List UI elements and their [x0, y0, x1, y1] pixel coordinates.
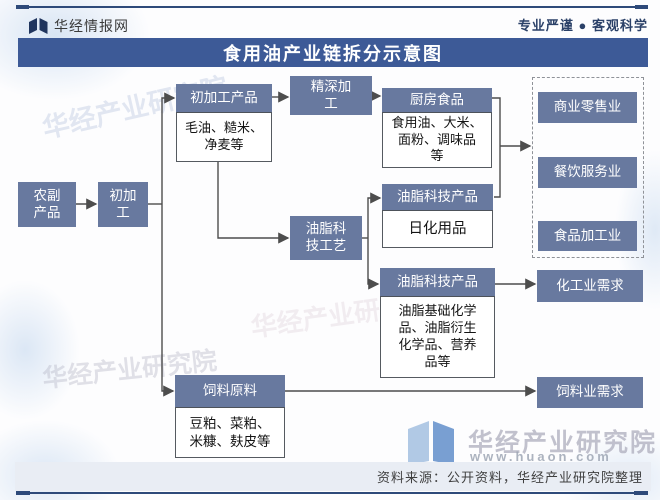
- node-oil-products-2-title: 油脂科技产品: [380, 268, 495, 296]
- node-oil-products-1-body: 日化用品: [382, 210, 493, 248]
- watermark-brand-name: 华经产业研究院: [468, 429, 658, 457]
- node-feed-material-body: 豆粕、菜粕、 米糠、麸皮等: [175, 407, 285, 458]
- brand-logo-icon: [29, 18, 48, 34]
- node-primary-products-title: 初加工产品: [176, 84, 272, 112]
- node-kitchen-food-title: 厨房食品: [382, 88, 492, 112]
- edge-tint-mid-left: [0, 280, 80, 420]
- node-primary-products: 初加工产品 毛油、糙米、 净麦等: [176, 84, 272, 162]
- node-chemical-demand: 化工业需求: [537, 270, 643, 302]
- node-deep-processing: 精深加 工: [290, 76, 372, 115]
- node-kitchen-food: 厨房食品 食用油、大米、 面粉、调味品 等: [382, 88, 492, 168]
- node-food-industry: 食品加工业: [538, 221, 637, 251]
- watermark-url: www.huaon.com: [470, 449, 612, 464]
- page-title: 食用油产业链拆分示意图: [18, 38, 648, 67]
- header-rule-right-cap: [635, 5, 648, 9]
- node-catering: 餐饮服务业: [538, 157, 637, 188]
- node-oil-products-2: 油脂科技产品 油脂基础化学 品、油脂衍生 化学品、营养 品等: [380, 268, 495, 378]
- node-oil-tech-process: 油脂科 技工艺: [290, 216, 362, 260]
- footer-source: 资料来源：公开资料，华经产业研究院整理: [15, 462, 651, 491]
- node-primary-products-body: 毛油、糙米、 净麦等: [176, 112, 272, 162]
- node-retail: 商业零售业: [538, 92, 637, 123]
- node-feed-material-title: 饲料原料: [175, 375, 285, 407]
- node-agri-products: 农副 产品: [18, 182, 76, 227]
- node-oil-products-1: 油脂科技产品 日化用品: [382, 184, 493, 248]
- brand-name: 华经情报网: [54, 18, 129, 34]
- node-oil-products-2-body: 油脂基础化学 品、油脂衍生 化学品、营养 品等: [380, 296, 495, 378]
- header-rule-left-cap: [16, 5, 29, 9]
- node-primary-processing: 初加 工: [98, 182, 148, 227]
- footer-rule-left-cap: [16, 491, 30, 495]
- footer-rule-right-cap: [634, 491, 648, 495]
- node-kitchen-food-body: 食用油、大米、 面粉、调味品 等: [382, 112, 492, 168]
- watermark-logo-icon: [408, 421, 454, 465]
- node-oil-products-1-title: 油脂科技产品: [382, 184, 493, 210]
- footer-rule: [18, 492, 648, 494]
- header-rule: [18, 6, 648, 8]
- node-feed-material: 饲料原料 豆粕、菜粕、 米糠、麸皮等: [175, 375, 285, 458]
- header-slogan: 专业严谨 ● 客观科学: [517, 18, 648, 33]
- node-feed-demand: 饲料业需求: [537, 377, 643, 408]
- demand-group-container: [532, 77, 644, 258]
